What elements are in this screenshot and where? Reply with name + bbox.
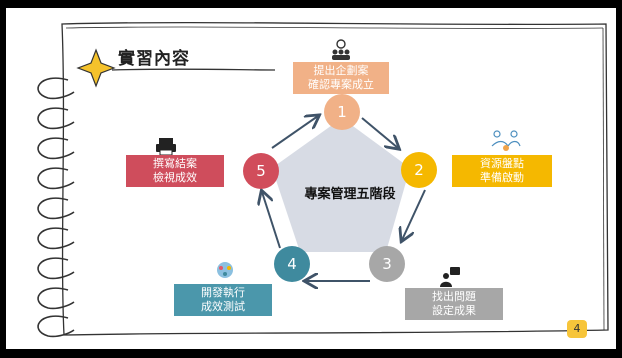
slide-title: 實習內容	[118, 49, 190, 69]
stage-label-3: 找出問題 設定成果	[405, 288, 503, 320]
pentagon	[272, 118, 410, 252]
stage-2-line-1: 資源盤點	[480, 157, 524, 170]
stage-2-line-2: 準備啟動	[480, 171, 524, 184]
stage-circle-1: 1	[324, 94, 360, 130]
stage-5-line-1: 撰寫結案	[153, 157, 197, 170]
stage-1-line-2: 確認專案成立	[308, 78, 374, 91]
stage-circle-5: 5	[243, 153, 279, 189]
stage-4-line-1: 開發執行	[201, 286, 245, 299]
stage-number-1: 1	[337, 103, 347, 121]
stage-label-2: 資源盤點 準備啟動	[452, 155, 552, 187]
cycle-arrows	[262, 116, 426, 281]
page-number-badge	[567, 320, 587, 338]
stage-label-5: 撰寫結案 檢視成效	[126, 155, 224, 187]
stage-3-line-1: 找出問題	[432, 290, 476, 303]
stage-1-line-1: 提出企劃案	[313, 64, 369, 77]
stage-number-2: 2	[414, 161, 424, 179]
stage-number-5: 5	[256, 162, 266, 180]
title-underline	[111, 68, 276, 71]
people-idea-icon	[332, 39, 350, 60]
spiral-rings	[37, 77, 75, 338]
printer-icon	[156, 138, 176, 156]
page-number: 4	[573, 322, 581, 335]
team-gear-icon	[217, 262, 233, 278]
handshake-icon	[491, 130, 521, 151]
stage-circle-2: 2	[401, 152, 437, 188]
stage-label-1: 提出企劃案 確認專案成立	[293, 62, 389, 94]
stage-number-4: 4	[287, 255, 297, 273]
notebook-border	[61, 21, 609, 336]
stage-label-4: 開發執行 成效測試	[174, 284, 272, 316]
stage-circle-3: 3	[369, 246, 405, 282]
stage-circle-4: 4	[274, 246, 310, 282]
star-icon	[76, 48, 116, 88]
question-person-icon	[440, 267, 460, 287]
stage-4-line-2: 成效測試	[201, 300, 245, 313]
stage-3-line-2: 設定成果	[432, 304, 476, 317]
stage-number-3: 3	[382, 255, 392, 273]
stage-5-line-2: 檢視成效	[153, 171, 197, 184]
center-title: 專案管理五階段	[304, 187, 396, 202]
